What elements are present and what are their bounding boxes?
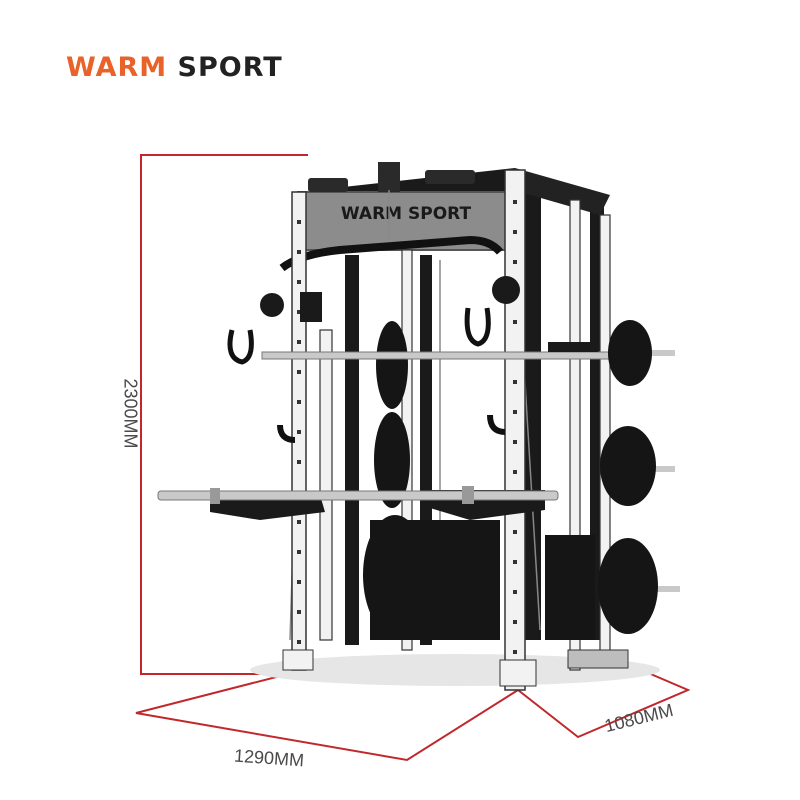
height-dimension-label: 2300MM	[120, 378, 141, 449]
dimension-lines	[135, 154, 691, 762]
brand-logo-part1: WARM	[66, 52, 168, 83]
weight-plates	[598, 320, 680, 634]
rack-logo: WARM SPORT	[341, 204, 472, 224]
brand-logo-part2: SPORT	[177, 52, 283, 83]
brand-logo: WARM SPORT	[66, 52, 283, 83]
